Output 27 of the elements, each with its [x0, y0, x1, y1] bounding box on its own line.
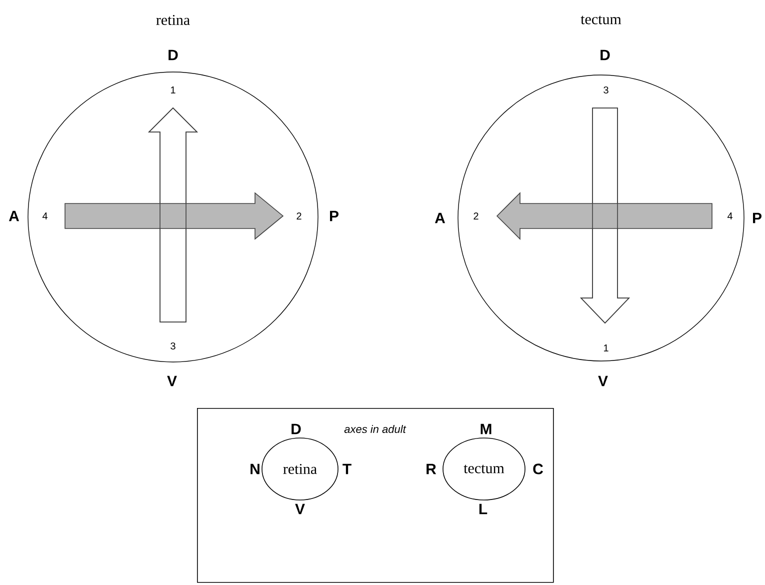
- axis-letter: C: [533, 464, 543, 474]
- axis-letter: V: [295, 504, 305, 514]
- axis-letter: V: [598, 376, 608, 386]
- axis-letter: L: [479, 504, 488, 514]
- axis-letter: A: [8, 210, 20, 222]
- position-number: 1: [604, 344, 608, 352]
- axis-letter: M: [480, 424, 492, 434]
- position-number: 1: [171, 86, 176, 94]
- axis-letter: D: [292, 424, 301, 434]
- position-number: 2: [296, 212, 302, 220]
- position-number: 4: [42, 212, 48, 220]
- axis-letter: P: [330, 210, 338, 222]
- axis-letter: A: [434, 212, 446, 224]
- axis-letter: T: [342, 464, 352, 474]
- heading: retina: [156, 14, 190, 26]
- position-number: 4: [727, 212, 732, 220]
- heading: tectum: [580, 16, 622, 24]
- axis-letter: P: [753, 212, 762, 224]
- axis-letter: D: [168, 50, 178, 60]
- axis-letter: N: [250, 464, 260, 474]
- position-number: 3: [170, 342, 176, 350]
- axis-letter: V: [167, 376, 177, 386]
- axis-letter: R: [426, 464, 436, 474]
- position-number: 3: [604, 86, 608, 94]
- panel-title: axes in adult: [344, 424, 406, 434]
- position-number: 2: [474, 212, 478, 220]
- axis-letter: D: [600, 50, 610, 60]
